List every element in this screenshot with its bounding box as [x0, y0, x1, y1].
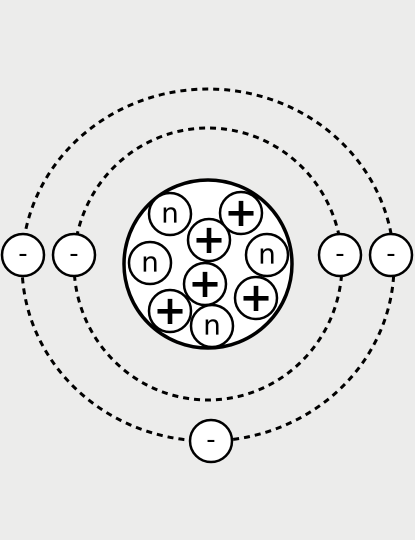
proton-label: +	[188, 261, 222, 307]
proton: +	[182, 261, 228, 307]
electron: -	[368, 232, 414, 278]
neutron-label: n	[161, 197, 179, 230]
electron-label: -	[18, 239, 27, 269]
electron: -	[188, 418, 234, 464]
neutron: n	[147, 191, 193, 237]
neutron: n	[189, 303, 235, 349]
electron: -	[0, 232, 46, 278]
neutron: n	[127, 240, 173, 286]
proton-label: +	[153, 288, 187, 334]
proton: +	[186, 217, 232, 263]
electron-label: -	[206, 425, 215, 455]
neutron: n	[244, 232, 290, 278]
proton-label: +	[224, 190, 258, 236]
electron-label: -	[69, 239, 78, 269]
proton: +	[233, 275, 279, 321]
proton: +	[218, 190, 264, 236]
electron-label: -	[386, 239, 395, 269]
neutron-label: n	[141, 246, 159, 279]
proton: +	[147, 288, 193, 334]
electron: -	[51, 232, 97, 278]
proton-label: +	[239, 275, 273, 321]
neutron-label: n	[258, 238, 276, 271]
electron-label: -	[335, 239, 344, 269]
electron: -	[317, 232, 363, 278]
neutron-label: n	[203, 309, 221, 342]
proton-label: +	[192, 217, 226, 263]
